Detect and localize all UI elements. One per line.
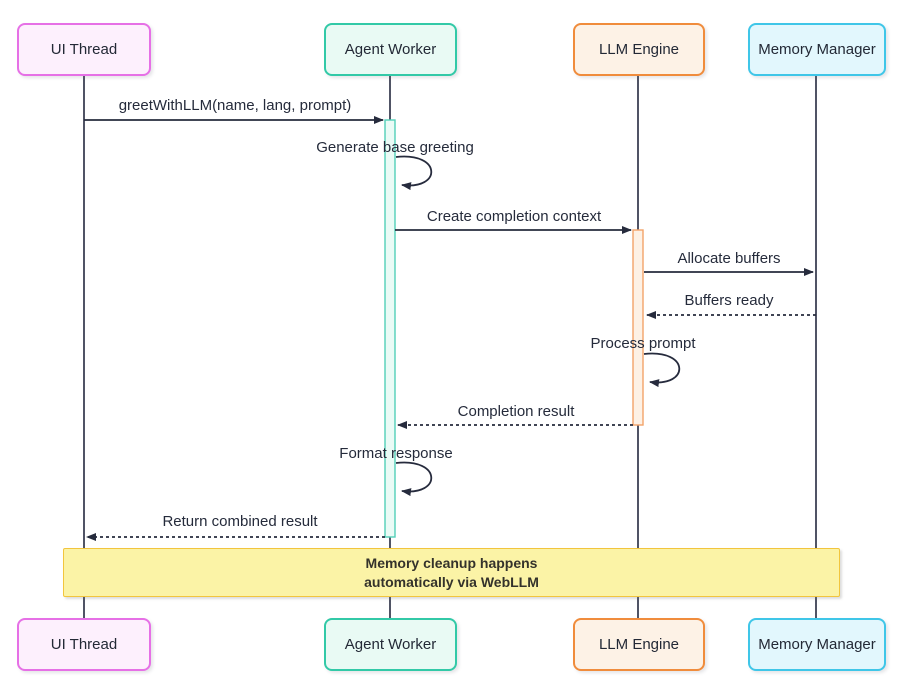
actor-label: Memory Manager [758, 636, 876, 653]
actor-top-llm-engine: LLM Engine [573, 23, 705, 76]
actor-label: UI Thread [50, 636, 118, 653]
msg-generate-greeting: Generate base greeting [316, 139, 474, 156]
actor-label: Memory Manager [758, 41, 876, 58]
msg-greet-with-llm: greetWithLLM(name, lang, prompt) [118, 97, 352, 114]
actor-bottom-memory-manager: Memory Manager [748, 618, 886, 671]
actor-label: LLM Engine [598, 41, 680, 58]
arrow-self-process-prompt [643, 352, 681, 388]
arrow-self-generate-greeting [395, 155, 433, 191]
actor-top-ui-thread: UI Thread [17, 23, 151, 76]
msg-buffers-ready: Buffers ready [684, 292, 774, 309]
msg-process-prompt: Process prompt [590, 335, 696, 352]
actor-label: Agent Worker [344, 41, 437, 58]
actor-top-agent-worker: Agent Worker [324, 23, 457, 76]
actor-top-memory-manager: Memory Manager [748, 23, 886, 76]
actor-label: UI Thread [50, 41, 118, 58]
note-line-1: Memory cleanup happens [365, 554, 538, 571]
actor-label: Agent Worker [344, 636, 437, 653]
actor-label: LLM Engine [598, 636, 680, 653]
note-line-2: automatically via WebLLM [364, 573, 539, 590]
arrow-self-format-response [395, 461, 433, 497]
msg-create-context: Create completion context [426, 208, 602, 225]
actor-bottom-llm-engine: LLM Engine [573, 618, 705, 671]
note-memory-cleanup: Memory cleanup happens automatically via… [63, 548, 840, 597]
activation-llm-engine [632, 229, 644, 426]
msg-format-response: Format response [339, 445, 453, 462]
msg-return-result: Return combined result [162, 513, 318, 530]
actor-bottom-agent-worker: Agent Worker [324, 618, 457, 671]
msg-completion-result: Completion result [457, 403, 575, 420]
msg-allocate-buffers: Allocate buffers [677, 250, 781, 267]
activation-agent-worker [384, 119, 396, 538]
actor-bottom-ui-thread: UI Thread [17, 618, 151, 671]
